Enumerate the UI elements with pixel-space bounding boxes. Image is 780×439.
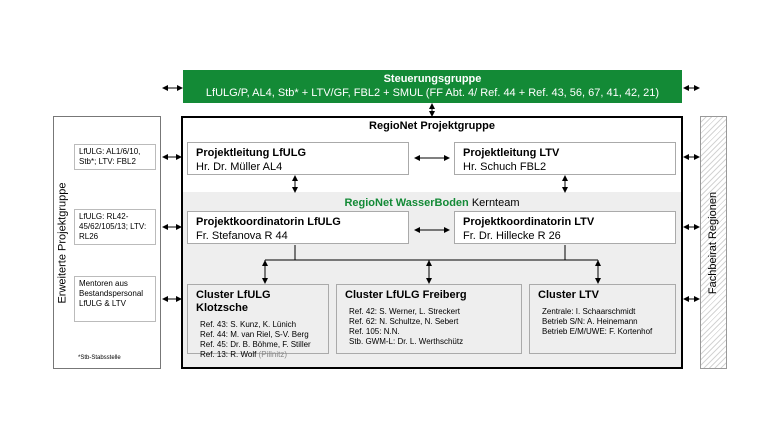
extended-group-title-wrap: Erweiterte Projektgruppe (52, 116, 74, 369)
cluster-klotzsche-row: Ref. 44: M. van Riel, S-V. Berg (200, 330, 309, 339)
coord-ltv-title: Projektkoordinatorin LTV (463, 216, 595, 228)
cluster-klotzsche-box: Cluster LfULG Klotzsche Ref. 43: S. Kunz… (187, 284, 329, 359)
cluster-ltv-row: Betrieb S/N: A. Heinemann (542, 317, 638, 326)
advisory-board-box (700, 116, 727, 369)
coord-ltv-box: Projektkoordinatorin LTV Fr. Dr. Hilleck… (454, 211, 676, 244)
steering-group-members: LfULG/P, AL4, Stb* + LTV/GF, FBL2 + SMUL… (205, 87, 660, 99)
cluster-klotzsche-last-row-extra: (Pillnitz) (258, 350, 287, 359)
lead-ltv-title: Projektleitung LTV (463, 147, 560, 159)
cluster-freiberg-title: Cluster LfULG Freiberg (345, 289, 467, 301)
cluster-ltv-row: Betrieb E/M/UWE: F. Kortenhof (542, 327, 653, 336)
steering-group-title: Steuerungsgruppe (383, 73, 482, 85)
lead-lfulg-box: Projektleitung LfULG Hr. Dr. Müller AL4 (187, 142, 409, 175)
lead-lfulg-title: Projektleitung LfULG (196, 147, 306, 159)
coord-lfulg-box: Projektkoordinatorin LfULG Fr. Stefanova… (187, 211, 409, 244)
footnote: *Stb-Stabsstelle (78, 355, 121, 361)
extended-group-box-3: Mentoren aus Bestandspersonal LfULG & LT… (74, 276, 156, 322)
steering-group-box: Steuerungsgruppe LfULG/P, AL4, Stb* + LT… (183, 70, 682, 103)
advisory-board-title: Fachbeirat Regionen (707, 191, 720, 294)
lead-ltv-person: Hr. Schuch FBL2 (463, 161, 547, 173)
cluster-freiberg-box: Cluster LfULG Freiberg Ref. 42: S. Werne… (336, 284, 522, 354)
extended-group-box-1: LfULG: AL1/6/10, Stb*; LTV: FBL2 (74, 144, 156, 170)
cluster-freiberg-row: Ref. 42: S. Werner, L. Streckert (349, 307, 461, 316)
coord-ltv-person: Fr. Dr. Hillecke R 26 (463, 230, 561, 242)
cluster-ltv-box: Cluster LTV Zentrale: I. Schaarschmidt B… (529, 284, 676, 354)
kernteam-title-bold: RegioNet WasserBoden (344, 197, 469, 209)
kernteam-title-rest: Kernteam (468, 197, 520, 209)
cluster-klotzsche-title: Cluster LfULG Klotzsche (196, 289, 271, 314)
extended-group-box-2: LfULG: RL42-45/62/105/13; LTV: RL26 (74, 209, 156, 245)
cluster-freiberg-row: Stb. GWM-L: Dr. L. Werthschütz (349, 337, 464, 346)
cluster-freiberg-row: Ref. 62: N. Schultze, N. Sebert (349, 317, 459, 326)
cluster-klotzsche-last-row: Ref. 13: R. Wolf (200, 350, 259, 359)
cluster-klotzsche-row: Ref. 43: S. Kunz, K. Lünich (200, 320, 297, 329)
lead-lfulg-person: Hr. Dr. Müller AL4 (196, 161, 283, 173)
extended-group-title: Erweiterte Projektgruppe (57, 181, 69, 304)
cluster-ltv-row: Zentrale: I. Schaarschmidt (542, 307, 636, 316)
coord-lfulg-person: Fr. Stefanova R 44 (196, 230, 288, 242)
kernteam-title: RegioNet WasserBoden Kernteam (183, 197, 681, 209)
cluster-klotzsche-row: Ref. 45: Dr. B. Böhme, F. Stiller (200, 340, 311, 349)
cluster-klotzsche-row: Ref. 13: R. Wolf (Pillnitz) (196, 350, 320, 360)
coord-lfulg-title: Projektkoordinatorin LfULG (196, 216, 341, 228)
cluster-freiberg-row: Ref. 105: N.N. (349, 327, 400, 336)
advisory-board-title-wrap: Fachbeirat Regionen (700, 116, 727, 369)
project-group-title: RegioNet Projektgruppe (369, 120, 495, 132)
lead-ltv-box: Projektleitung LTV Hr. Schuch FBL2 (454, 142, 676, 175)
cluster-ltv-title: Cluster LTV (538, 289, 599, 301)
